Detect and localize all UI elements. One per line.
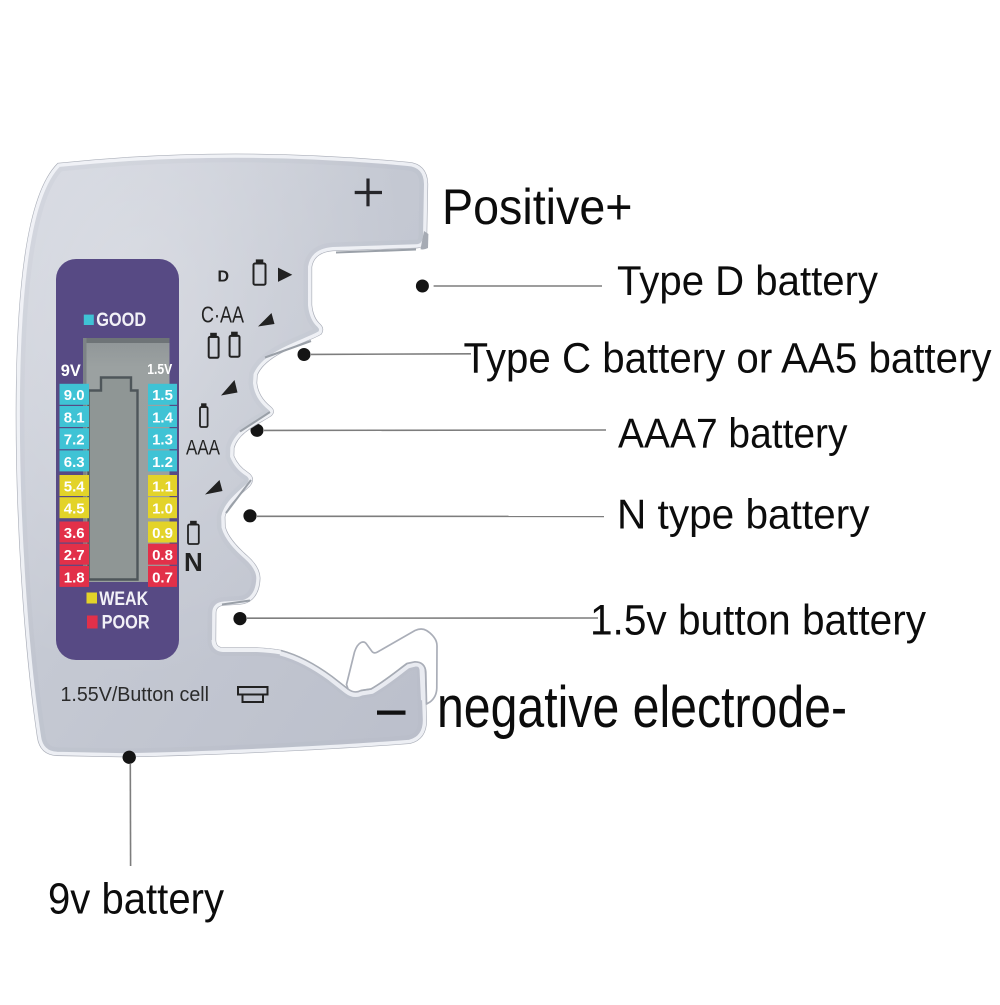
svg-text:8.1: 8.1: [64, 409, 85, 426]
svg-text:1.5V: 1.5V: [147, 362, 172, 378]
svg-text:1.0: 1.0: [152, 501, 173, 518]
svg-text:negative electrode-: negative electrode-: [437, 675, 847, 740]
svg-text:1.3: 1.3: [152, 432, 173, 449]
svg-text:GOOD: GOOD: [96, 310, 146, 331]
svg-text:0.7: 0.7: [152, 569, 173, 586]
svg-text:D: D: [218, 269, 230, 286]
svg-text:Type C battery or AA5 battery: Type C battery or AA5 battery: [464, 335, 992, 383]
svg-text:1.8: 1.8: [64, 569, 85, 586]
svg-text:N type battery: N type battery: [617, 491, 870, 538]
svg-text:AAA7 battery: AAA7 battery: [618, 410, 848, 457]
svg-text:Type D battery: Type D battery: [617, 257, 878, 304]
svg-text:0.9: 0.9: [152, 525, 173, 542]
svg-text:1.55V/Button cell: 1.55V/Button cell: [61, 684, 210, 706]
svg-text:Positive+: Positive+: [442, 179, 633, 235]
svg-text:7.2: 7.2: [64, 432, 85, 449]
svg-text:2.7: 2.7: [64, 547, 85, 564]
svg-text:9V: 9V: [61, 361, 82, 380]
svg-text:POOR: POOR: [102, 612, 150, 633]
svg-text:1.4: 1.4: [152, 409, 174, 426]
svg-text:WEAK: WEAK: [99, 589, 148, 610]
svg-text:1.5v button battery: 1.5v button battery: [590, 597, 926, 645]
svg-text:3.6: 3.6: [64, 525, 85, 542]
svg-text:1.2: 1.2: [152, 454, 173, 471]
svg-text:N: N: [184, 547, 203, 577]
svg-text:9.0: 9.0: [64, 387, 85, 404]
svg-text:1.5: 1.5: [152, 387, 173, 404]
svg-text:4.5: 4.5: [64, 501, 85, 518]
svg-text:0.8: 0.8: [152, 547, 173, 564]
svg-text:6.3: 6.3: [64, 454, 85, 471]
svg-text:1.1: 1.1: [152, 478, 173, 495]
svg-text:5.4: 5.4: [64, 478, 86, 495]
svg-text:C·AA: C·AA: [201, 302, 245, 328]
svg-text:AAA: AAA: [186, 437, 220, 460]
svg-text:9v battery: 9v battery: [48, 875, 224, 924]
